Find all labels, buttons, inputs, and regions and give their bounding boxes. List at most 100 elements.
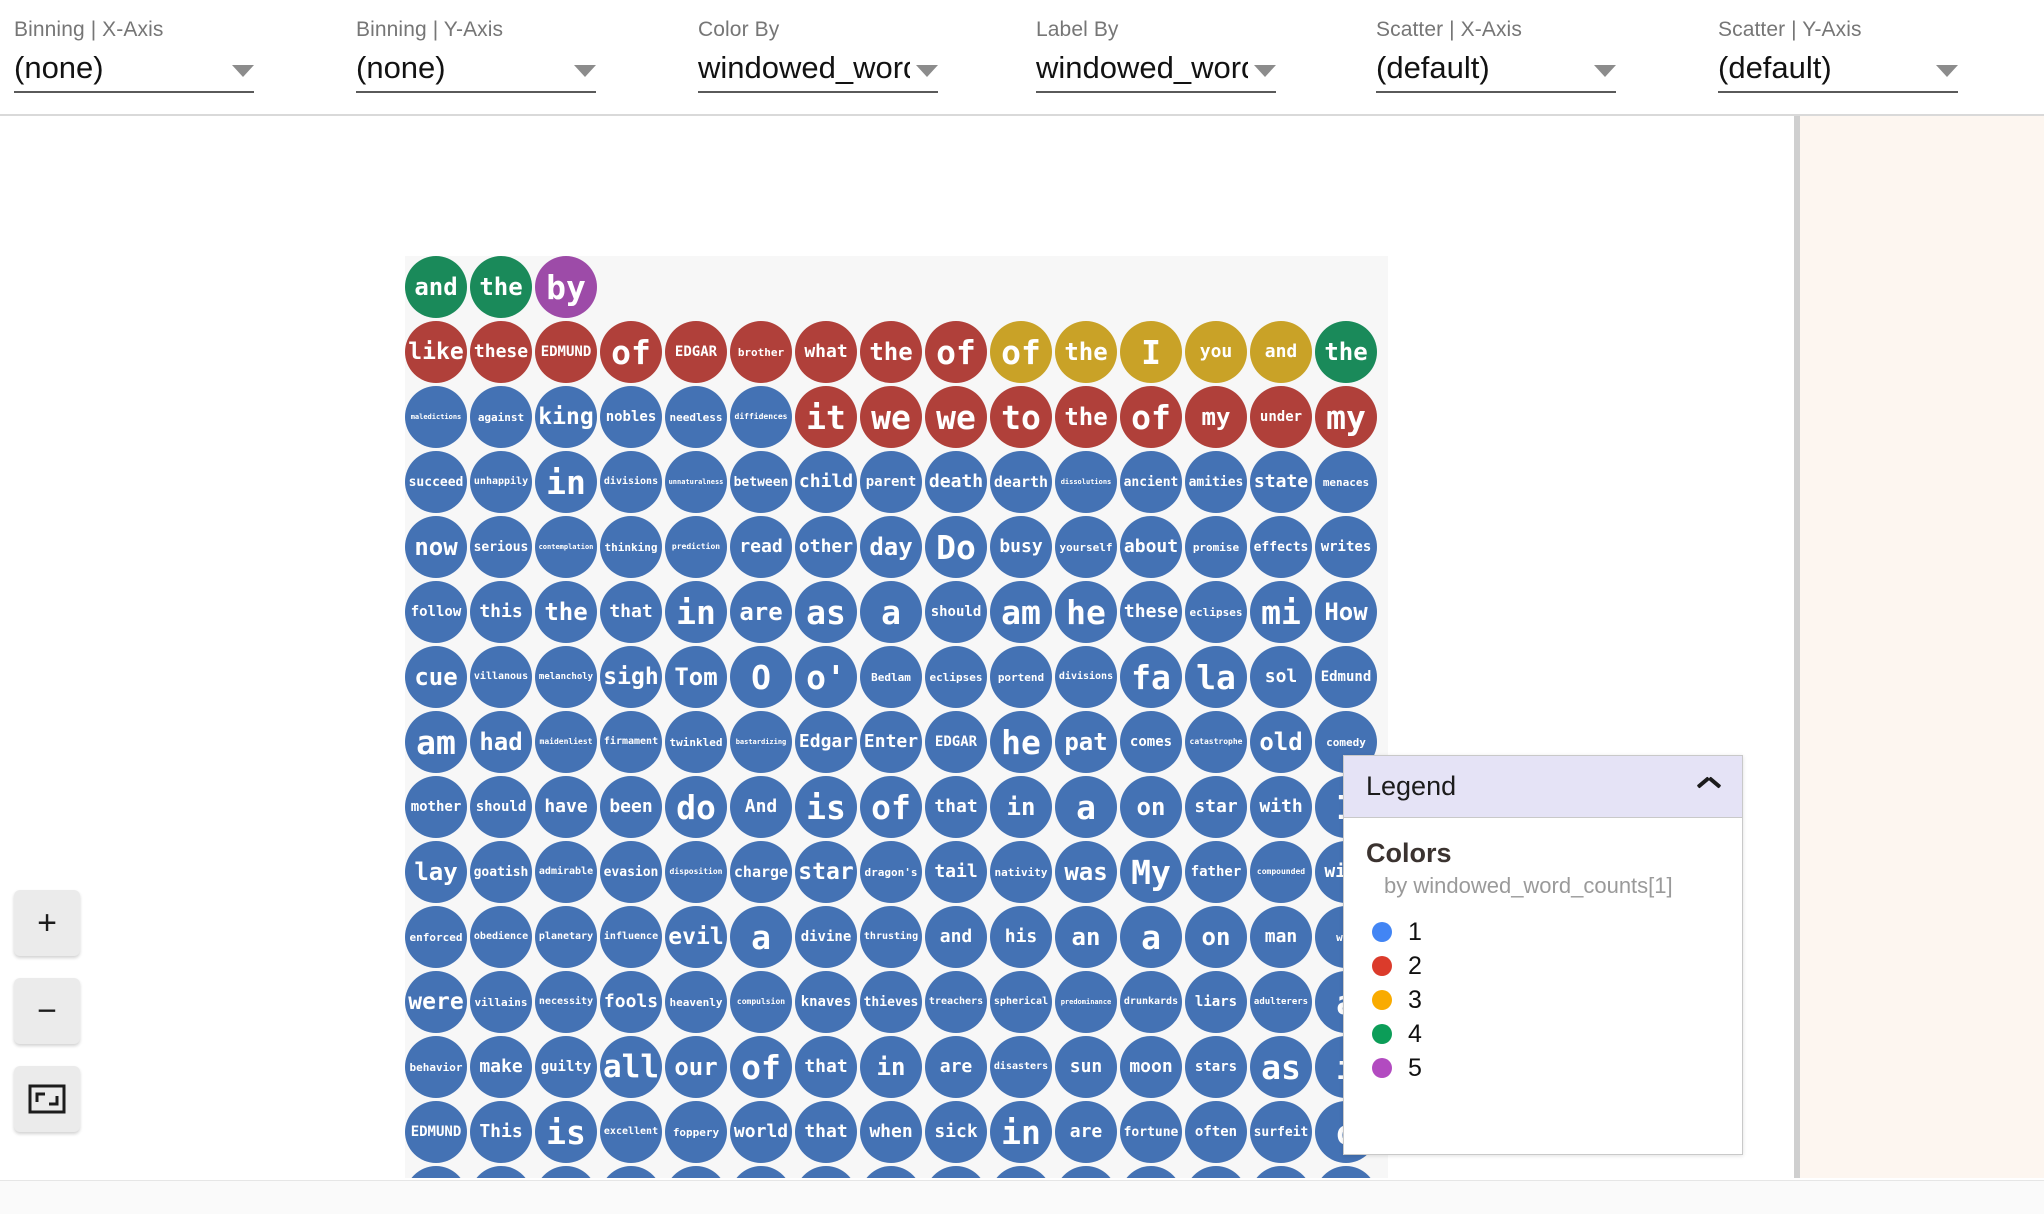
bubble-point[interactable]: excellent [600,1101,662,1163]
bubble-point[interactable]: O [730,646,792,708]
bubble-point[interactable]: death [925,451,987,513]
bubble-point[interactable]: menaces [1315,451,1377,513]
bubble-point[interactable]: we [860,386,922,448]
bubble-point[interactable]: 'Tis [1185,1166,1247,1178]
bubble-point[interactable]: that [925,776,987,838]
select-control-scatter-y-axis[interactable]: (default) [1718,49,1958,93]
bubble-point[interactable]: true [730,1166,792,1178]
bubble-point[interactable]: firmament [600,711,662,773]
bubble-point[interactable]: unhappily [470,451,532,513]
bubble-point[interactable]: and [1250,321,1312,383]
bubble-point[interactable]: on [1185,906,1247,968]
bubble-point[interactable]: serious [470,516,532,578]
bubble-point[interactable]: other [795,516,857,578]
bubble-point[interactable]: have [535,776,597,838]
bubble-point[interactable]: banished [925,1166,987,1178]
bubble-point[interactable]: treachers [925,971,987,1033]
bubble-point[interactable]: Kent [795,1166,857,1178]
bubble-point[interactable]: drunkards [1120,971,1182,1033]
bubble-point[interactable]: melancholy [535,646,597,708]
bubble-point[interactable]: dissolutions [1055,451,1117,513]
bubble-point[interactable]: on [1120,776,1182,838]
bubble-point[interactable]: bastardizing [730,711,792,773]
bubble-point[interactable]: eclipses [925,646,987,708]
select-binning-x-axis[interactable]: Binning | X-Axis(none) [14,18,254,96]
pane-resize-handle[interactable] [1794,116,1800,1178]
bubble-point[interactable]: his [990,906,1052,968]
bubble-point[interactable]: you [1185,321,1247,383]
bubble-point[interactable]: our [665,1036,727,1098]
bubble-point[interactable]: state [1250,451,1312,513]
bubble-point[interactable]: are [1055,1101,1117,1163]
bubble-point[interactable]: offence [1055,1166,1117,1178]
bubble-point[interactable]: these [1120,581,1182,643]
bubble-point[interactable]: obedience [470,906,532,968]
bubble-point[interactable]: this [470,581,532,643]
bubble-point[interactable]: are [925,1036,987,1098]
bubble-point[interactable]: sol [1250,646,1312,708]
bubble-point[interactable]: Bedlam [860,646,922,708]
bubble-point[interactable]: of [600,321,662,383]
bubble-point[interactable]: divisions [1055,646,1117,708]
bubble-point[interactable]: heavenly [665,971,727,1033]
bubble-point[interactable]: And [600,1166,662,1178]
bubble-point[interactable]: now [405,516,467,578]
bubble-point[interactable]: knaves [795,971,857,1033]
bubble-point[interactable]: that [795,1036,857,1098]
bubble-point[interactable]: yourself [1055,516,1117,578]
bubble-point[interactable]: to [990,386,1052,448]
bubble-point[interactable]: the [470,256,532,318]
bubble-point[interactable]: And [730,776,792,838]
bubble-point[interactable]: in [990,776,1052,838]
chevron-down-icon[interactable] [1594,65,1616,77]
bubble-point[interactable]: predominance [1055,971,1117,1033]
bubble-point[interactable]: dearth [990,451,1052,513]
legend-item[interactable]: 2 [1372,949,1720,983]
bubble-point[interactable]: of [990,321,1052,383]
bubble-point[interactable]: the [1055,321,1117,383]
legend-item[interactable]: 1 [1372,915,1720,949]
bubble-point[interactable]: sun [1055,1036,1117,1098]
bubble-point[interactable]: an [1055,906,1117,968]
bubble-point[interactable]: star [1185,776,1247,838]
bubble-point[interactable]: villanous [470,646,532,708]
bubble-point[interactable]: the [860,321,922,383]
bubble-point[interactable]: is [795,776,857,838]
select-binning-y-axis[interactable]: Binning | Y-Axis(none) [356,18,596,96]
bubble-point[interactable]: read [730,516,792,578]
select-control-binning-x-axis[interactable]: (none) [14,49,254,93]
chevron-down-icon[interactable] [574,65,596,77]
bubble-point[interactable]: as [795,581,857,643]
bubble-point[interactable]: EDMUND [535,321,597,383]
bubble-point[interactable]: strange [1250,1166,1312,1178]
bubble-point[interactable]: of [1120,386,1182,448]
bubble-point[interactable]: noble [665,1166,727,1178]
bubble-point[interactable]: the [1055,386,1117,448]
bubble-point[interactable]: had [470,711,532,773]
bubble-point[interactable]: fortune [1120,1101,1182,1163]
bubble-point[interactable]: by [535,256,597,318]
bubble-point[interactable]: busy [990,516,1052,578]
bubble-point[interactable]: fools [600,971,662,1033]
bubble-point[interactable]: in [535,451,597,513]
legend-item[interactable]: 3 [1372,983,1720,1017]
bubble-point[interactable]: sick [925,1101,987,1163]
bubble-point[interactable]: guilty [535,1036,597,1098]
bubble-point[interactable]: twinkled [665,711,727,773]
bubble-point[interactable]: eclipses [1185,581,1247,643]
bubble-point[interactable]: should [470,776,532,838]
bubble-point[interactable]: world [730,1101,792,1163]
bubble-point[interactable]: comes [1120,711,1182,773]
bubble-point[interactable]: his [990,1166,1052,1178]
legend-item[interactable]: 4 [1372,1017,1720,1051]
bubble-point[interactable]: between [730,451,792,513]
chevron-down-icon[interactable] [232,65,254,77]
bubble-point[interactable]: against [470,386,532,448]
bubble-point[interactable]: as [1250,1036,1312,1098]
bubble-point[interactable]: do [470,1166,532,1178]
bubble-point[interactable]: lay [405,841,467,903]
bubble-point[interactable]: o' [795,646,857,708]
bubble-point[interactable]: am [990,581,1052,643]
select-control-label-by[interactable]: windowed_word_c [1036,49,1276,93]
